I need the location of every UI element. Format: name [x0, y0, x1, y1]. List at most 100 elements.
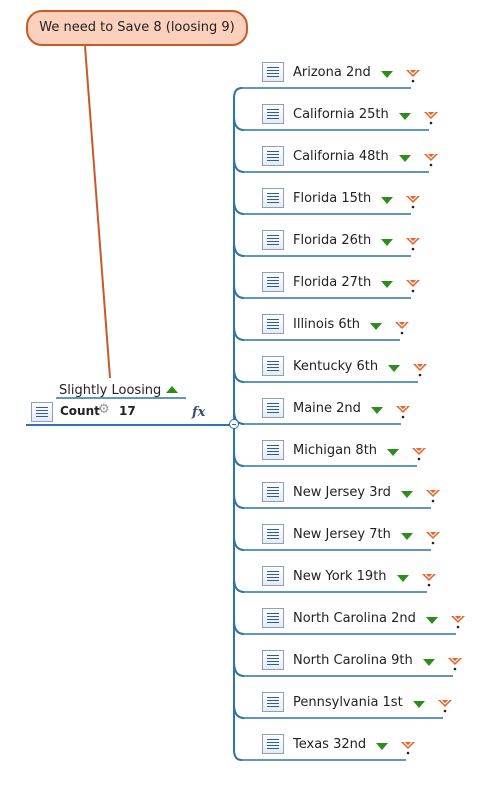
document-icon[interactable] — [262, 734, 284, 754]
subtopic-node[interactable]: Maine 2nd — [262, 398, 410, 422]
down-arrow-icon[interactable] — [381, 281, 393, 288]
down-arrow-icon[interactable] — [399, 113, 411, 120]
subtopic-label: Arizona 2nd — [293, 65, 371, 80]
down-arrow-icon[interactable] — [376, 743, 388, 750]
priority-flag-icon[interactable] — [405, 68, 421, 84]
document-icon[interactable] — [31, 402, 53, 422]
subtopic-label: North Carolina 9th — [293, 653, 413, 668]
priority-flag-icon[interactable] — [405, 278, 421, 294]
branch-curve — [233, 157, 245, 173]
branch-curve — [233, 115, 245, 131]
priority-flag-icon[interactable] — [395, 404, 411, 420]
subtopic-node[interactable]: Florida 27th — [262, 272, 420, 296]
down-arrow-icon[interactable] — [388, 365, 400, 372]
priority-flag-icon[interactable] — [405, 194, 421, 210]
subtopic-label: Florida 26th — [293, 233, 372, 248]
subtopic-label: Florida 15th — [293, 191, 372, 206]
document-icon[interactable] — [262, 482, 284, 502]
callout-connector-line — [84, 45, 111, 379]
formula-fx-icon[interactable]: fx — [192, 405, 206, 420]
branch-curve — [233, 283, 245, 299]
branch-curve — [233, 325, 245, 341]
document-icon[interactable] — [262, 398, 284, 418]
subtopic-label: Texas 32nd — [293, 737, 367, 752]
document-icon[interactable] — [262, 188, 284, 208]
down-arrow-icon[interactable] — [423, 659, 435, 666]
document-icon[interactable] — [262, 314, 284, 334]
branch-curve — [233, 367, 245, 383]
document-icon[interactable] — [262, 650, 284, 670]
document-icon[interactable] — [262, 230, 284, 250]
subtopic-label: California 25th — [293, 107, 389, 122]
subtopic-label: New York 19th — [293, 569, 387, 584]
down-arrow-icon[interactable] — [401, 491, 413, 498]
document-icon[interactable] — [262, 104, 284, 124]
subtopic-node[interactable]: New York 19th — [262, 566, 436, 590]
down-arrow-icon[interactable] — [401, 533, 413, 540]
branch-curve — [233, 619, 245, 635]
subtopic-node[interactable]: North Carolina 2nd — [262, 608, 465, 632]
priority-flag-icon[interactable] — [394, 320, 410, 336]
priority-flag-icon[interactable] — [405, 236, 421, 252]
subtopic-node[interactable]: Florida 26th — [262, 230, 420, 254]
subtopic-node[interactable]: Florida 15th — [262, 188, 420, 212]
document-icon[interactable] — [262, 566, 284, 586]
branch-curve — [233, 199, 245, 215]
document-icon[interactable] — [262, 692, 284, 712]
priority-flag-icon[interactable] — [450, 614, 466, 630]
down-arrow-icon[interactable] — [387, 449, 399, 456]
gear-icon[interactable]: ⚙ — [98, 402, 110, 417]
subtopic-label: Maine 2nd — [293, 401, 361, 416]
priority-flag-icon[interactable] — [437, 698, 453, 714]
down-arrow-icon[interactable] — [381, 71, 393, 78]
down-arrow-icon[interactable] — [371, 407, 383, 414]
root-topic[interactable]: Slightly Loosing Count ⚙ 17 fx — [0, 0, 488, 429]
subtopic-node[interactable]: Michigan 8th — [262, 440, 426, 464]
subtopic-node[interactable]: Illinois 6th — [262, 314, 409, 338]
priority-flag-icon[interactable] — [411, 446, 427, 462]
subtopic-label: Pennsylvania 1st — [293, 695, 403, 710]
down-arrow-icon[interactable] — [381, 197, 393, 204]
count-value: 17 — [119, 404, 136, 418]
subtopic-label: Florida 27th — [293, 275, 372, 290]
down-arrow-icon[interactable] — [381, 239, 393, 246]
priority-flag-icon[interactable] — [423, 110, 439, 126]
document-icon[interactable] — [262, 62, 284, 82]
document-icon[interactable] — [262, 524, 284, 544]
subtopic-label: New Jersey 3rd — [293, 485, 391, 500]
down-arrow-icon[interactable] — [399, 155, 411, 162]
document-icon[interactable] — [262, 146, 284, 166]
priority-flag-icon[interactable] — [425, 488, 441, 504]
collapse-toggle-icon[interactable] — [229, 419, 239, 429]
subtopic-node[interactable]: California 25th — [262, 104, 438, 128]
document-icon[interactable] — [262, 272, 284, 292]
subtopic-node[interactable]: New Jersey 3rd — [262, 482, 440, 506]
subtopic-node[interactable]: North Carolina 9th — [262, 650, 462, 674]
root-topic-title: Slightly Loosing — [59, 383, 162, 398]
down-arrow-icon[interactable] — [413, 701, 425, 708]
branch-curve — [233, 493, 245, 509]
subtopic-label: Illinois 6th — [293, 317, 360, 332]
subtopic-node[interactable]: Kentucky 6th — [262, 356, 427, 380]
callout-note[interactable]: We need to Save 8 (loosing 9) — [26, 10, 248, 46]
expand-up-arrow-icon[interactable] — [166, 386, 178, 393]
down-arrow-icon[interactable] — [426, 617, 438, 624]
subtopic-node[interactable]: Texas 32nd — [262, 734, 415, 758]
document-icon[interactable] — [262, 440, 284, 460]
priority-flag-icon[interactable] — [400, 740, 416, 756]
priority-flag-icon[interactable] — [447, 656, 463, 672]
document-icon[interactable] — [262, 608, 284, 628]
down-arrow-icon[interactable] — [370, 323, 382, 330]
subtopic-node[interactable]: New Jersey 7th — [262, 524, 440, 548]
priority-flag-icon[interactable] — [425, 530, 441, 546]
subtopic-node[interactable]: Arizona 2nd — [262, 62, 420, 86]
document-icon[interactable] — [262, 356, 284, 376]
callout-text: We need to Save 8 (loosing 9) — [39, 20, 235, 35]
branch-curve — [233, 241, 245, 257]
subtopic-node[interactable]: California 48th — [262, 146, 438, 170]
priority-flag-icon[interactable] — [421, 572, 437, 588]
down-arrow-icon[interactable] — [397, 575, 409, 582]
subtopic-node[interactable]: Pennsylvania 1st — [262, 692, 452, 716]
priority-flag-icon[interactable] — [412, 362, 428, 378]
priority-flag-icon[interactable] — [423, 152, 439, 168]
